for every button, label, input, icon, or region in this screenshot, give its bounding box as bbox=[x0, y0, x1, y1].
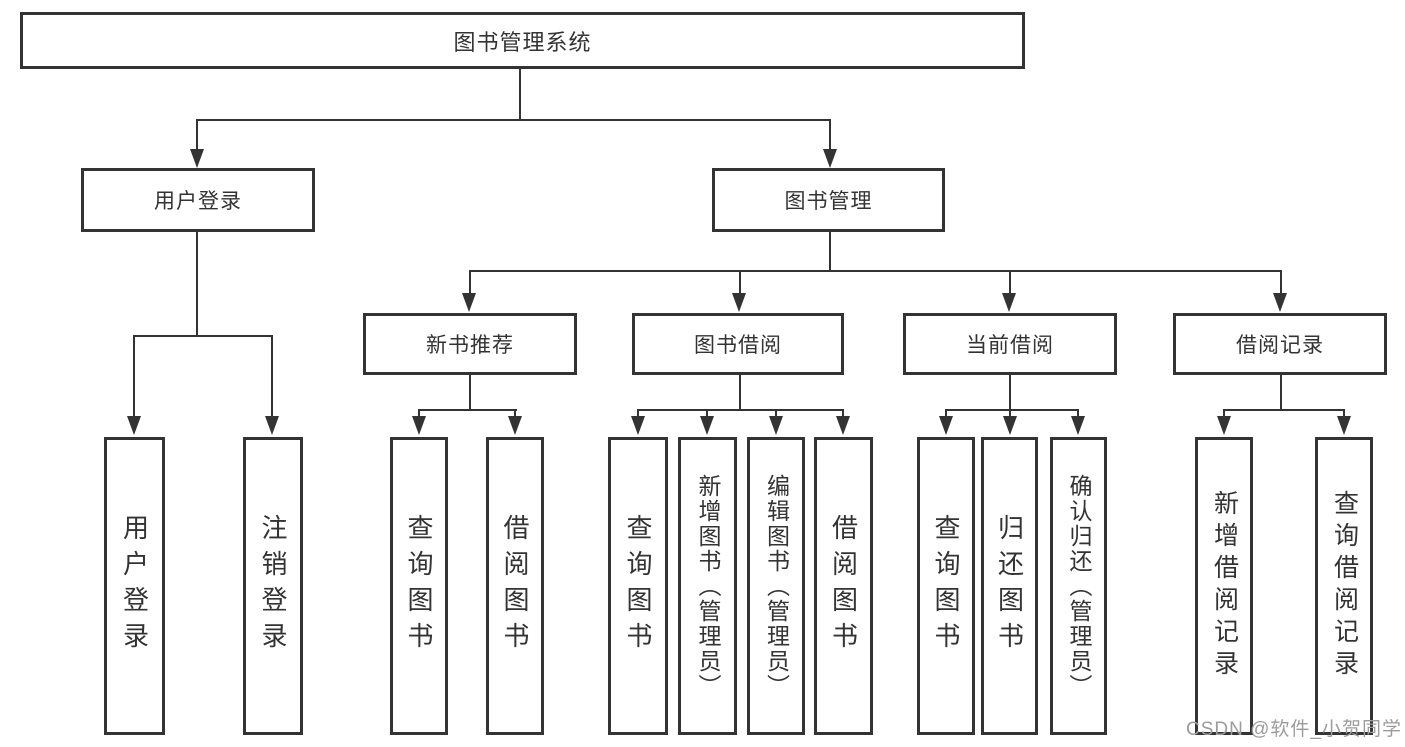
connector-group2-stem bbox=[1009, 375, 1011, 411]
node-user-login: 用户登录 bbox=[81, 168, 315, 232]
arrow-down-icon bbox=[1217, 416, 1231, 435]
leaf-borrow-books: 借阅图书 bbox=[814, 437, 873, 735]
connector-group3-stem bbox=[1280, 375, 1282, 411]
connector-leaf-drop bbox=[775, 409, 777, 418]
csdn-watermark: CSDN @软件_小贺同学 bbox=[1186, 719, 1402, 740]
leaf-label: 查询图书 bbox=[404, 514, 434, 658]
connector-leaf-drop bbox=[514, 409, 516, 418]
leaf-confirm-return-admin: 确认归还（管理员） bbox=[1050, 437, 1107, 735]
node-label: 借阅记录 bbox=[1236, 334, 1324, 357]
leaf-label: 借阅图书 bbox=[500, 514, 530, 658]
leaf-query-books-current: 查询图书 bbox=[917, 437, 975, 735]
leaf-edit-book-admin: 编辑图书（管理员） bbox=[747, 437, 805, 735]
connector-group0-rail bbox=[418, 409, 517, 411]
node-new-book-recommend: 新书推荐 bbox=[363, 313, 577, 375]
arrow-down-icon bbox=[1003, 416, 1017, 435]
node-borrowing-records: 借阅记录 bbox=[1173, 313, 1387, 375]
leaf-label: 新增图书（管理员） bbox=[695, 473, 721, 699]
connector-group3-rail bbox=[1223, 409, 1344, 411]
leaf-label: 确认归还（管理员） bbox=[1066, 473, 1092, 699]
connector-login-child-drop bbox=[271, 335, 273, 417]
connector-manage-stem bbox=[829, 232, 831, 272]
connector-group2-rail bbox=[945, 409, 1079, 411]
node-label: 当前借阅 bbox=[966, 334, 1054, 357]
connector-group0-stem bbox=[469, 375, 471, 411]
arrow-down-icon bbox=[462, 293, 476, 312]
connector-login-rail bbox=[133, 335, 273, 337]
connector-leaf-drop bbox=[842, 409, 844, 418]
leaf-label: 查询图书 bbox=[931, 514, 961, 658]
arrow-down-icon bbox=[190, 149, 204, 168]
connector-level2-rail bbox=[196, 119, 831, 121]
leaf-label: 注销登录 bbox=[258, 514, 288, 658]
arrow-down-icon bbox=[1337, 416, 1351, 435]
arrow-down-icon bbox=[631, 416, 645, 435]
connector-leaf-drop bbox=[418, 409, 420, 418]
node-book-borrowing: 图书借阅 bbox=[632, 313, 844, 375]
arrow-down-icon bbox=[1071, 416, 1085, 435]
leaf-add-book-admin: 新增图书（管理员） bbox=[678, 437, 737, 735]
connector-group1-rail bbox=[637, 409, 844, 411]
arrow-down-icon bbox=[700, 416, 714, 435]
leaf-borrow-books-recommend: 借阅图书 bbox=[486, 437, 544, 735]
node-label: 图书借阅 bbox=[694, 334, 782, 357]
arrow-down-icon bbox=[1273, 293, 1287, 312]
leaf-label: 借阅图书 bbox=[828, 514, 859, 658]
leaf-label: 新增借阅记录 bbox=[1210, 490, 1239, 682]
arrow-down-icon bbox=[508, 416, 522, 435]
connector-group-drop bbox=[739, 270, 741, 294]
connector-group-drop bbox=[1009, 270, 1011, 294]
leaf-logout: 注销登录 bbox=[243, 437, 303, 735]
leaf-label: 用户登录 bbox=[119, 514, 150, 658]
connector-login-child-drop bbox=[133, 335, 135, 417]
leaf-user-login: 用户登录 bbox=[104, 437, 165, 735]
arrow-down-icon bbox=[412, 416, 426, 435]
leaf-query-books-recommend: 查询图书 bbox=[390, 437, 448, 735]
arrow-down-icon bbox=[769, 416, 783, 435]
arrow-down-icon bbox=[127, 416, 141, 435]
connector-group-drop bbox=[1280, 270, 1282, 294]
connector-login-stem bbox=[196, 232, 198, 337]
leaf-return-books: 归还图书 bbox=[981, 437, 1038, 735]
connector-leaf-drop bbox=[706, 409, 708, 418]
connector-leaf-drop bbox=[1009, 409, 1011, 418]
node-label: 新书推荐 bbox=[426, 334, 514, 357]
connector-leaf-drop bbox=[1343, 409, 1345, 418]
leaf-add-borrow-record: 新增借阅记录 bbox=[1195, 437, 1253, 735]
node-label: 图书管理系统 bbox=[453, 29, 592, 55]
arrow-down-icon bbox=[1002, 293, 1016, 312]
arrow-down-icon bbox=[823, 149, 837, 168]
arrow-down-icon bbox=[939, 416, 953, 435]
node-label: 用户登录 bbox=[154, 190, 242, 213]
connector-login-drop bbox=[196, 119, 198, 151]
connector-group1-stem bbox=[739, 375, 741, 411]
node-book-management: 图书管理 bbox=[712, 168, 945, 232]
leaf-query-borrow-record: 查询借阅记录 bbox=[1315, 437, 1373, 735]
connector-leaf-drop bbox=[945, 409, 947, 418]
node-library-management-system: 图书管理系统 bbox=[20, 12, 1025, 69]
leaf-label: 归还图书 bbox=[994, 514, 1025, 658]
arrow-down-icon bbox=[732, 293, 746, 312]
connector-group-drop bbox=[469, 270, 471, 294]
leaf-label: 查询借阅记录 bbox=[1330, 490, 1359, 682]
connector-leaf-drop bbox=[637, 409, 639, 418]
leaf-label: 编辑图书（管理员） bbox=[763, 473, 790, 699]
leaf-label: 查询图书 bbox=[623, 514, 653, 658]
connector-manage-drop bbox=[829, 119, 831, 151]
arrow-down-icon bbox=[265, 416, 279, 435]
connector-level3-rail bbox=[469, 270, 1282, 272]
node-label: 图书管理 bbox=[784, 190, 873, 213]
arrow-down-icon bbox=[836, 416, 850, 435]
connector-leaf-drop bbox=[1077, 409, 1079, 418]
connector-root-stem bbox=[519, 69, 521, 119]
node-current-borrowing: 当前借阅 bbox=[903, 313, 1117, 375]
leaf-query-books-borrow: 查询图书 bbox=[608, 437, 668, 735]
connector-leaf-drop bbox=[1223, 409, 1225, 418]
